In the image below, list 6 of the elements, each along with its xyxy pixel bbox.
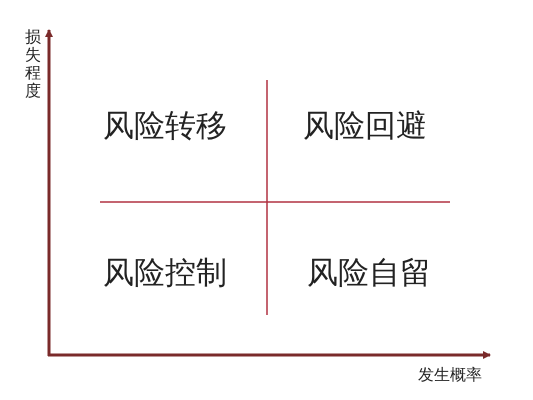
quadrant-label: 风险控制 [103, 254, 227, 293]
axis-label: 损失程度 [25, 28, 42, 100]
quadrant-label: 风险自留 [307, 254, 431, 293]
quadrant-label: 风险转移 [103, 107, 227, 146]
quadrant-label: 风险回避 [303, 107, 427, 146]
axis-label: 发生概率 [418, 365, 482, 386]
